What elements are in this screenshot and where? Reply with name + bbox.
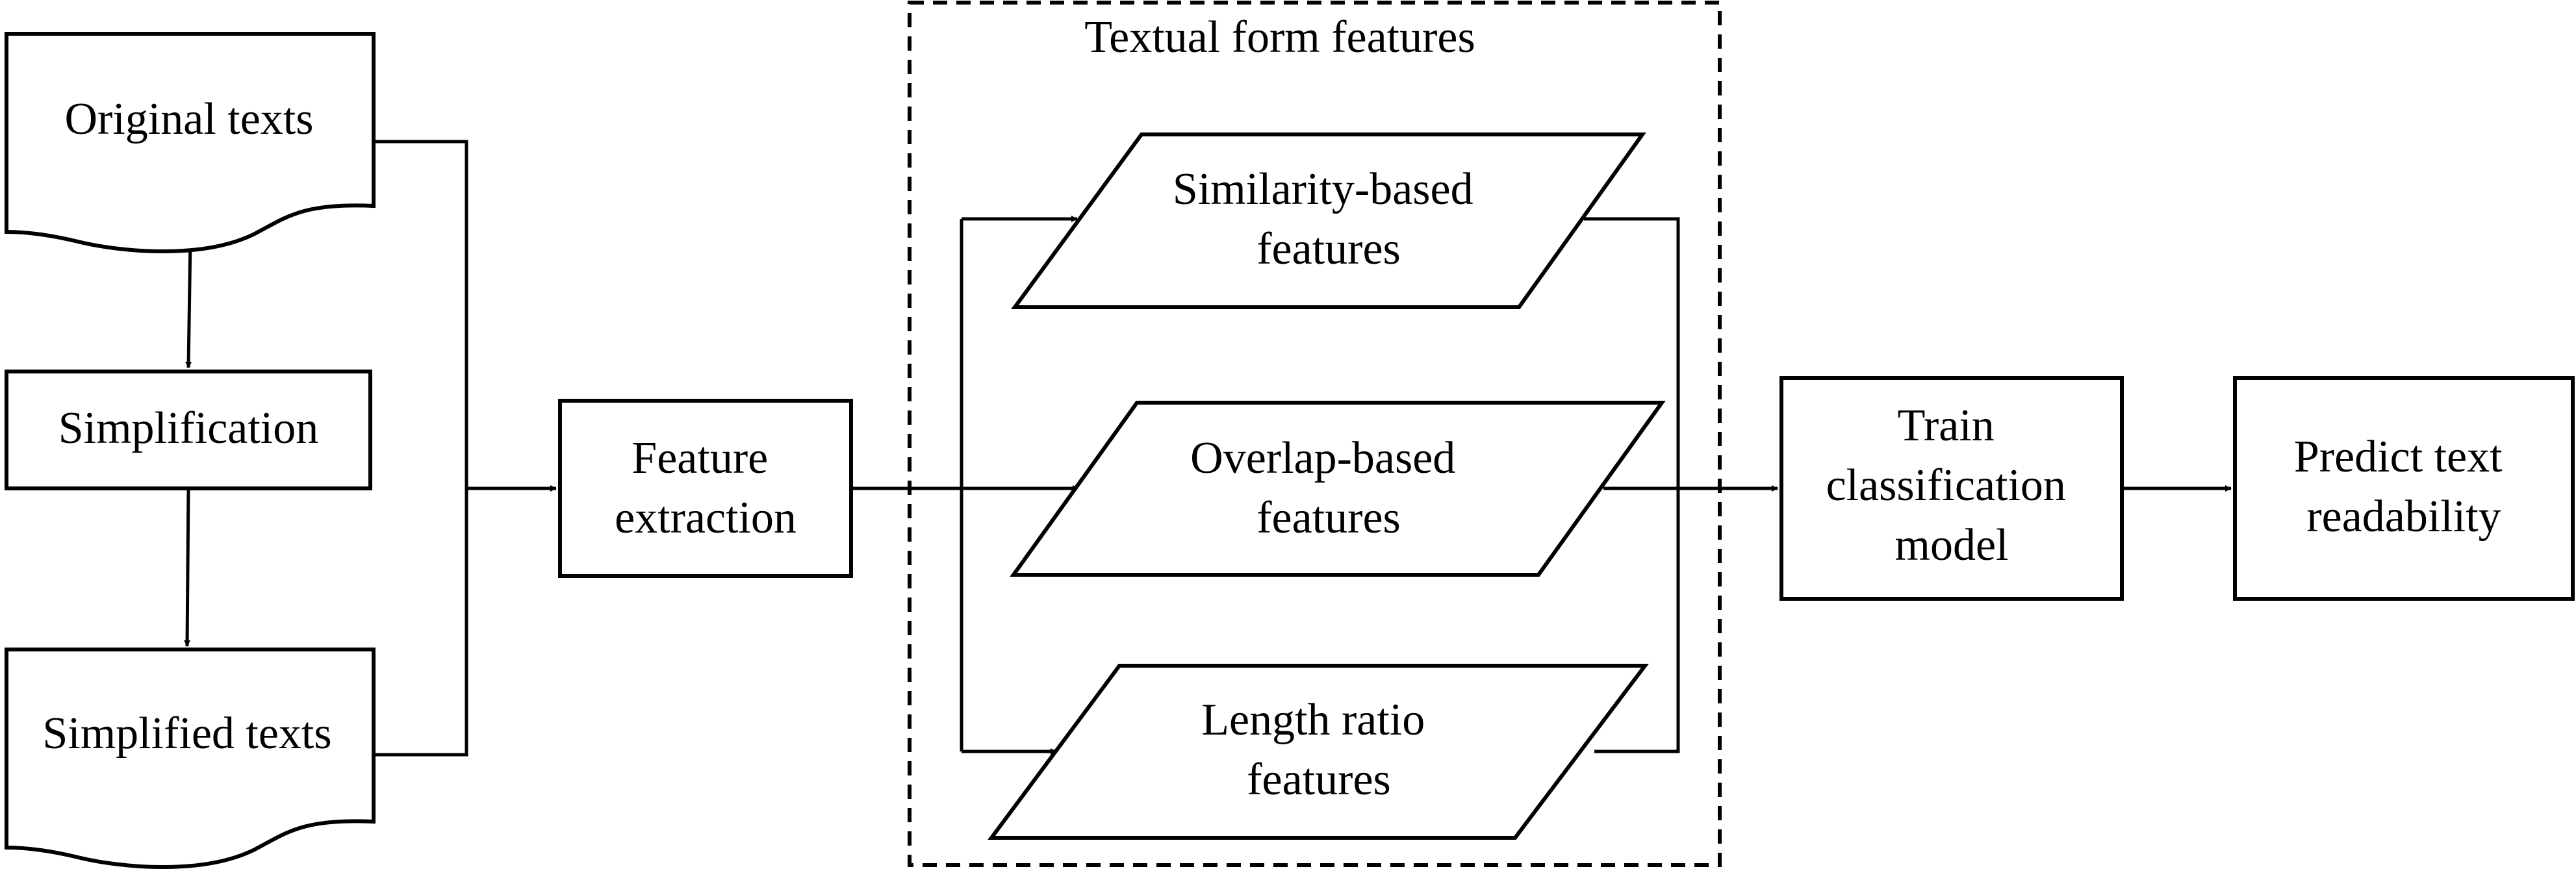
- process-box: [5, 370, 372, 490]
- node-train-model: Train classification model: [1779, 376, 2124, 601]
- edge-original-to-simplification: [185, 240, 192, 368]
- node-label: Original texts: [65, 94, 314, 144]
- node-predict-readability: Predict text readability: [2233, 376, 2575, 601]
- data-parallelogram: [988, 664, 1650, 840]
- node-original-texts: Original texts: [5, 32, 376, 253]
- textual-form-features-group: Textual form features: [908, 1, 1722, 867]
- connectors: [184, 140, 2232, 757]
- edge-original-to-bus: [374, 140, 468, 488]
- group-title: Textual form features: [1084, 12, 1475, 62]
- data-parallelogram: [1011, 132, 1646, 309]
- process-box: [558, 399, 853, 578]
- data-parallelogram: [1010, 401, 1666, 577]
- node-simplification: Simplification: [5, 370, 372, 490]
- document-shape: [5, 648, 376, 869]
- process-box: [1779, 376, 2124, 601]
- document-shape: [5, 32, 376, 253]
- edge-simplified-to-bus: [374, 488, 468, 757]
- node-label: Similarity-based features: [1173, 164, 1485, 274]
- node-length-ratio-features: Length ratio features: [988, 664, 1650, 840]
- group-frame: [908, 1, 1722, 867]
- edge-length-ratio-to-bus: [1594, 488, 1680, 753]
- node-label: Length ratio features: [1201, 695, 1436, 805]
- node-label: Train classification model: [1826, 401, 2078, 570]
- node-label: Predict text readability: [2294, 432, 2514, 542]
- node-similarity-features: Similarity-based features: [1011, 132, 1646, 309]
- edge-similarity-to-bus: [1584, 217, 1680, 488]
- edge-simplification-to-simplified: [184, 488, 191, 647]
- node-overlap-features: Overlap-based features: [1010, 401, 1666, 577]
- node-feature-extraction: Feature extraction: [558, 399, 853, 578]
- node-label: Feature extraction: [615, 433, 797, 543]
- node-simplified-texts: Simplified texts: [5, 648, 376, 869]
- node-label: Simplification: [58, 403, 319, 453]
- process-box: [2233, 376, 2575, 601]
- node-label: Simplified texts: [42, 709, 331, 759]
- node-label: Overlap-based features: [1190, 433, 1467, 543]
